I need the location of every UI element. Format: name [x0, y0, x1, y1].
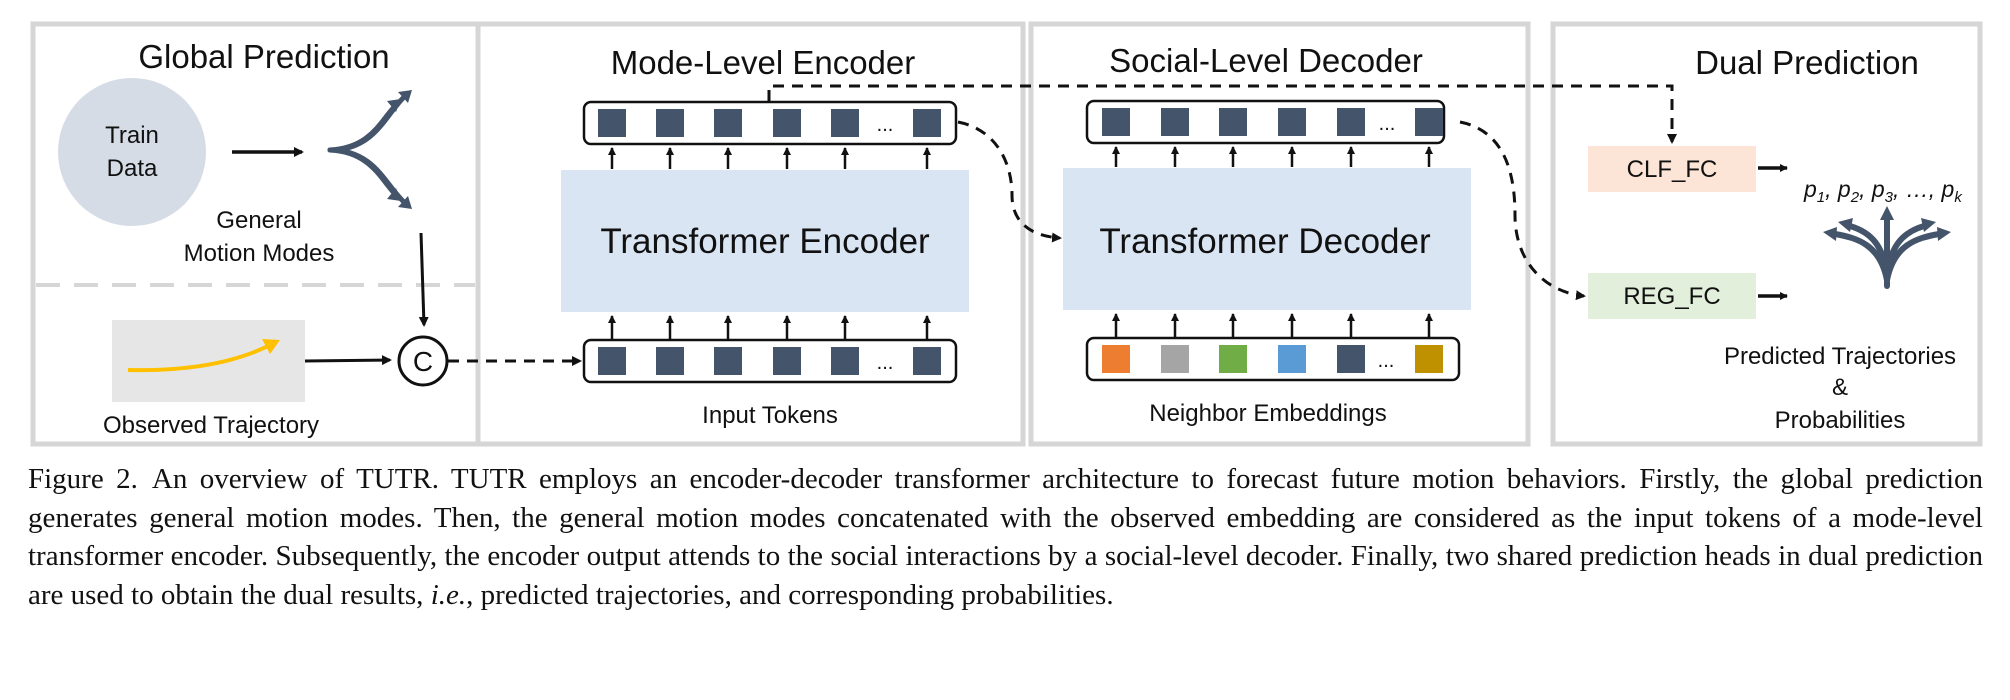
reg-fc-label: REG_FC [1623, 283, 1720, 310]
decoder-output-token [1102, 108, 1130, 136]
transformer-encoder-block [561, 170, 969, 312]
input-token-ellipsis: ... [877, 352, 894, 374]
decoder-to-reg-dashed-arrow [1459, 120, 1586, 301]
fan-arrowhead [1880, 206, 1894, 220]
fan-arrowhead [398, 196, 412, 209]
concat-circle [397, 335, 449, 387]
modes-to-concat-arrow [418, 232, 429, 327]
input-token [913, 347, 941, 375]
decoder-output-token [1415, 108, 1443, 136]
reg-fc-box [1588, 273, 1756, 319]
transformer-decoder-block [1063, 168, 1471, 310]
output-label-line3: Probabilities [1775, 407, 1906, 434]
decoder-output-token [1219, 108, 1247, 136]
decoder-output-ellipsis: ... [1379, 113, 1396, 135]
social-level-decoder-panel: Social-Level Decoder ... Transformer Dec… [957, 21, 1531, 447]
decoder-output-token [1278, 108, 1306, 136]
clf-fc-label: CLF_FC [1627, 156, 1718, 183]
input-token [714, 347, 742, 375]
fan-arrowhead [1823, 227, 1837, 241]
encoder-output-ellipsis: ... [877, 114, 894, 136]
input-token [598, 347, 626, 375]
fan-arrowhead [398, 90, 412, 103]
global-prediction-title: Global Prediction [138, 38, 389, 75]
encoder-output-token-row [582, 100, 958, 146]
neighbor-embeddings [1102, 345, 1443, 373]
general-modes-label-line1: General [216, 207, 301, 234]
input-token [831, 347, 859, 375]
dual-prediction-panel: Dual Prediction CLF_FC REG_FC p1, p2, p3… [1459, 21, 1983, 447]
fan-arrowhead [387, 99, 401, 112]
encoder-output-token [773, 109, 801, 137]
caption-text-part2: , predicted trajectories, and correspond… [466, 578, 1114, 611]
encoder-to-decoder-dashed-arrow [957, 120, 1062, 243]
observed-trajectory-box [112, 320, 305, 402]
mode-level-encoder-title: Mode-Level Encoder [611, 44, 916, 81]
neighbor-token [1161, 345, 1189, 373]
caption-ie: i.e. [430, 578, 467, 611]
encoder-output-token [831, 109, 859, 137]
neighbor-embedding-row [1085, 336, 1461, 382]
decoder-output-arrows [1112, 146, 1433, 167]
transformer-encoder-label: Transformer Encoder [600, 222, 930, 261]
output-label-line2: & [1832, 374, 1848, 401]
decoder-output-tokens [1102, 108, 1443, 136]
general-motion-modes-icon [327, 90, 412, 209]
neighbor-token [1278, 345, 1306, 373]
social-level-decoder-title: Social-Level Decoder [1109, 42, 1423, 79]
output-label-line1: Predicted Trajectories [1724, 343, 1956, 370]
input-tokens [598, 347, 941, 375]
observed-trajectory-label: Observed Trajectory [103, 412, 319, 439]
decoder-output-token [1337, 108, 1365, 136]
input-token-row [582, 338, 958, 384]
fan-branch [1832, 231, 1890, 283]
observed-trajectory-curve [127, 344, 269, 373]
mode-level-encoder-panel: Mode-Level Encoder ... Transformer Encod… [448, 21, 1026, 447]
decoder-output-token [1161, 108, 1189, 136]
train-data-circle [58, 78, 206, 226]
global-prediction-panel: Global Prediction Train Data General Mot… [30, 21, 481, 447]
neighbor-token [1415, 345, 1443, 373]
probabilities-formula: p1, p2, p3, …, pk [1803, 176, 1963, 206]
decoder-input-arrows [1112, 313, 1433, 337]
predicted-trajectories-icon [1823, 206, 1951, 289]
input-token [656, 347, 684, 375]
fan-branch [1884, 231, 1942, 283]
observed-to-concat-arrow [304, 355, 392, 366]
general-modes-label-line2: Motion Modes [184, 240, 335, 267]
trajectory-arrowhead [262, 339, 280, 354]
input-token [773, 347, 801, 375]
encoder-output-token [598, 109, 626, 137]
neighbor-token [1102, 345, 1130, 373]
figure-caption: Figure 2.An overview of TUTR. TUTR emplo… [28, 460, 1983, 614]
fan-arrowhead [1937, 227, 1951, 241]
encoder-output-arrows [608, 147, 931, 169]
fan-arrowhead [1838, 218, 1853, 232]
encoder-input-arrows [608, 315, 931, 339]
caption-text-part1: An overview of TUTR. TUTR employs an enc… [28, 463, 1984, 611]
train-data-label-line2: Data [107, 155, 158, 182]
neighbor-ellipsis: ... [1378, 350, 1395, 372]
encoder-output-token [913, 109, 941, 137]
neighbor-token [1219, 345, 1247, 373]
caption-figure-number: Figure 2. [28, 463, 138, 495]
input-tokens-label: Input Tokens [702, 402, 838, 429]
encoder-output-token [656, 109, 684, 137]
fan-arrowhead [1921, 218, 1936, 232]
clf-fc-box [1588, 146, 1756, 192]
neighbor-token [1337, 345, 1365, 373]
transformer-decoder-label: Transformer Decoder [1099, 222, 1431, 261]
train-data-label-line1: Train [105, 122, 159, 149]
concat-symbol: C [413, 346, 433, 377]
encoder-output-tokens [598, 109, 941, 137]
neighbor-embeddings-label: Neighbor Embeddings [1149, 400, 1386, 427]
encoder-output-token [714, 109, 742, 137]
architecture-diagram: Global Prediction Train Data General Mot… [30, 21, 1983, 447]
fan-arrowhead [387, 188, 401, 201]
dual-prediction-title: Dual Prediction [1695, 44, 1919, 81]
fan-branch [327, 147, 398, 197]
encoder-to-clf-dashed-arrow [767, 84, 1677, 144]
